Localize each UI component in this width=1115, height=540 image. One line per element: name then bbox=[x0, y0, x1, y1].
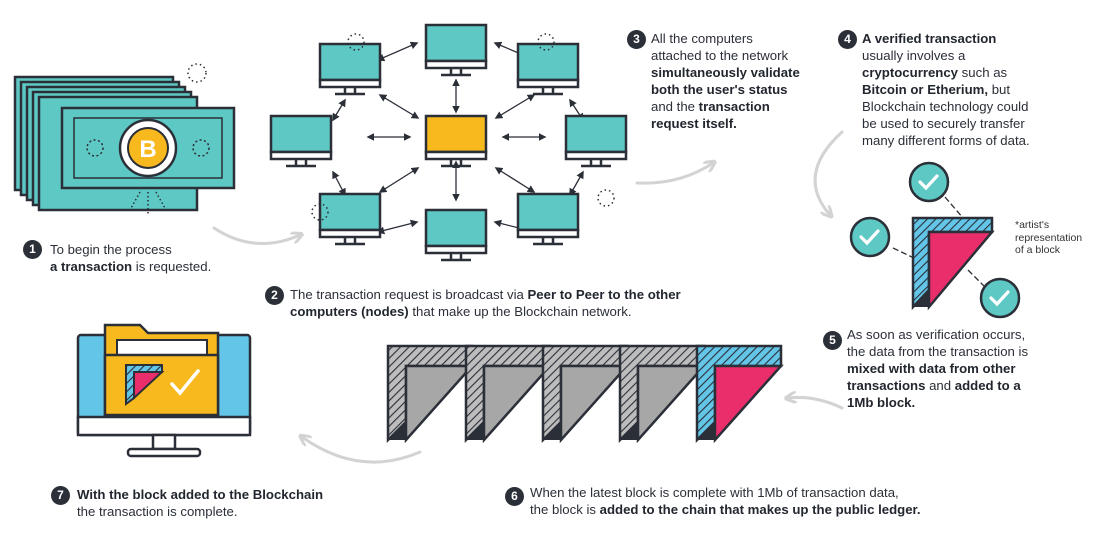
step-text-line: Bitcoin or Etherium, but bbox=[862, 82, 1011, 97]
step-text: When the latest block is complete with 1… bbox=[530, 484, 921, 518]
step-number-badge: 1 bbox=[23, 240, 42, 259]
step-text: To begin the process a transaction is req… bbox=[50, 241, 211, 275]
step-text-line: mixed with data from other bbox=[847, 361, 1016, 376]
step-number-badge: 5 bbox=[823, 331, 842, 350]
computer-node bbox=[269, 114, 333, 168]
step-text-line: cryptocurrency such as bbox=[862, 65, 1008, 80]
chain-block-new bbox=[695, 344, 784, 444]
chain-block bbox=[618, 344, 707, 444]
chain-block bbox=[386, 344, 475, 444]
step-text-line: To begin the process bbox=[50, 242, 172, 257]
step-number-badge: 4 bbox=[838, 30, 857, 49]
step-text: All the computers attached to the network… bbox=[651, 30, 800, 132]
computer-node bbox=[318, 192, 382, 246]
step-text-line: With the block added to the Blockchain bbox=[77, 487, 324, 502]
computer-node bbox=[424, 208, 488, 262]
step-text-line: The transaction request is broadcast via… bbox=[290, 287, 681, 302]
step-text-line: As soon as verification occurs, bbox=[847, 327, 1026, 342]
step-text-line: attached to the network bbox=[651, 48, 789, 63]
step-text-line: computers (nodes) that make up the Block… bbox=[290, 304, 632, 319]
step-text: The transaction request is broadcast via… bbox=[290, 286, 681, 320]
chain-block bbox=[464, 344, 553, 444]
step-text-line: a transaction is requested. bbox=[50, 259, 212, 274]
monitor-with-folder bbox=[76, 323, 252, 458]
step-text: A verified transaction usually involves a… bbox=[862, 30, 1030, 149]
dotted-decor bbox=[311, 33, 615, 221]
step-text-line: be used to securely transfer bbox=[862, 116, 1025, 131]
step-text-line: both the user's status bbox=[651, 82, 788, 97]
step-text-line: When the latest block is complete with 1… bbox=[530, 485, 899, 500]
step-text-line: the block is added to the chain that mak… bbox=[530, 502, 921, 517]
checkmark-icon bbox=[849, 216, 891, 258]
chain-block bbox=[541, 344, 630, 444]
step-text-line: many different forms of data. bbox=[862, 133, 1030, 148]
step-number-badge: 3 bbox=[627, 30, 646, 49]
computer-node bbox=[424, 23, 488, 77]
computer-node bbox=[318, 42, 382, 96]
block-note: *artist's representation of a block bbox=[1015, 219, 1082, 257]
step-text-line: request itself. bbox=[651, 116, 737, 131]
computer-node bbox=[516, 192, 580, 246]
step-text-line: the transaction is complete. bbox=[77, 504, 238, 519]
checkmark-icon bbox=[979, 277, 1021, 319]
step-text-line: A verified transaction bbox=[862, 31, 997, 46]
computer-node-center bbox=[424, 114, 488, 168]
block-note-line: of a block bbox=[1015, 244, 1060, 256]
step-number-badge: 6 bbox=[505, 487, 524, 506]
step-number-badge: 7 bbox=[51, 486, 70, 505]
step-text-line: Blockchain technology could bbox=[862, 99, 1029, 114]
step-text-line: All the computers bbox=[651, 31, 753, 46]
network-nodes bbox=[269, 23, 628, 262]
flow-arrows bbox=[212, 130, 844, 464]
computer-node bbox=[516, 42, 580, 96]
step-text: With the block added to the Blockchain th… bbox=[77, 486, 323, 520]
sparkle-icon bbox=[129, 191, 167, 214]
step-text-line: and the transaction bbox=[651, 99, 770, 114]
block-chain bbox=[386, 344, 784, 444]
block-note-line: *artist's bbox=[1015, 219, 1050, 231]
checkmark-icon bbox=[908, 161, 950, 203]
step-number-badge: 2 bbox=[265, 286, 284, 305]
step-text-line: the data from the transaction is bbox=[847, 344, 1029, 359]
step-text-line: transactions and added to a bbox=[847, 378, 1021, 393]
computer-node bbox=[564, 114, 628, 168]
step-text: As soon as verification occurs, the data … bbox=[847, 326, 1028, 411]
verified-block bbox=[849, 161, 1021, 319]
checkmark-icon bbox=[170, 369, 200, 396]
step-text-line: usually involves a bbox=[862, 48, 966, 63]
block-note-line: representation bbox=[1015, 231, 1083, 244]
step-text-line: simultaneously validate bbox=[651, 65, 800, 80]
banknote-stack: B bbox=[13, 63, 236, 214]
coin-letter: B bbox=[139, 136, 156, 163]
step-text-line: 1Mb block. bbox=[847, 395, 916, 410]
